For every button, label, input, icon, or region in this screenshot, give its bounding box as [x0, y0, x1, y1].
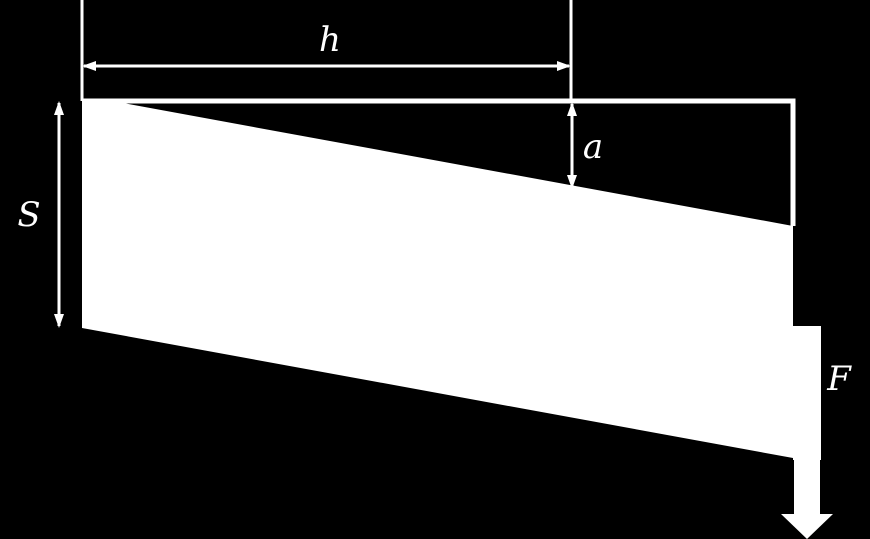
- label-a: a: [583, 127, 603, 167]
- label-s: S: [17, 195, 40, 235]
- label-f: F: [826, 359, 852, 399]
- label-h: h: [319, 20, 341, 60]
- undeformed-outline: [82, 98, 796, 226]
- sheared-body: [82, 101, 793, 458]
- force-arrow-head: [781, 514, 833, 539]
